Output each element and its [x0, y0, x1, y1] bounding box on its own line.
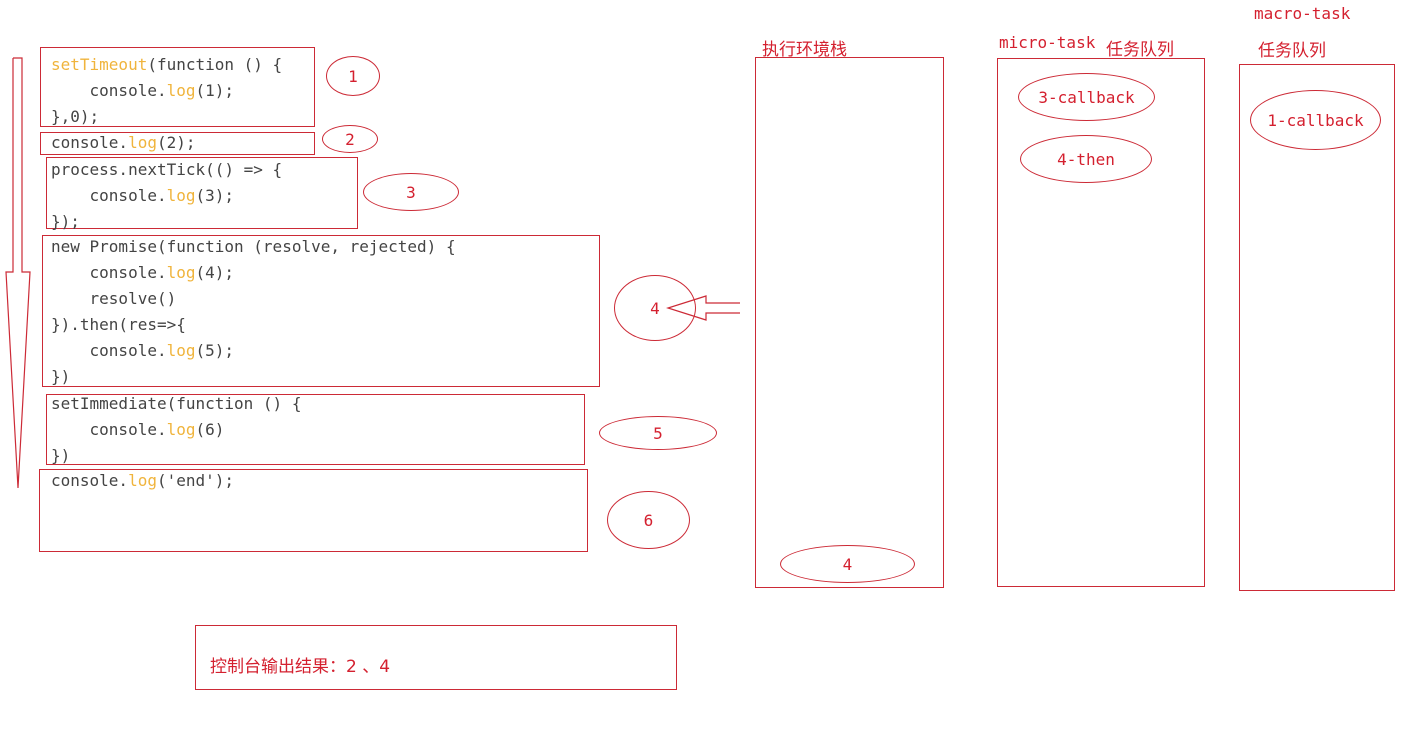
code-text: (4); [195, 263, 235, 282]
stack-item: 4 [780, 545, 915, 583]
code-text: (6) [195, 420, 225, 439]
code-text: console. [51, 263, 167, 282]
code-box-1: setTimeout(function () { console.log(1);… [40, 47, 315, 127]
code-text: console. [51, 341, 167, 360]
code-text: resolve() [51, 289, 177, 308]
micro-title-cn: 任务队列 [1106, 40, 1174, 60]
code-text: },0); [51, 107, 100, 126]
console-output-box: 控制台输出结果：2 、4 [195, 625, 677, 690]
step-marker-6: 6 [607, 491, 690, 549]
code-text: (function () { [147, 55, 283, 74]
step-marker-5: 5 [599, 416, 717, 450]
code-box-3: process.nextTick(() => { console.log(3);… [46, 157, 358, 231]
code-text: setImmediate(function () { [51, 394, 302, 413]
macro-title-en: macro-task [1254, 4, 1351, 23]
code-text: (5); [195, 341, 235, 360]
code-block-1: setTimeout(function () { console.log(1);… [51, 52, 282, 130]
code-box-4: new Promise(function (resolve, rejected)… [42, 235, 600, 387]
code-keyword: log [128, 471, 157, 490]
code-text: console. [51, 186, 167, 205]
code-text: }) [51, 367, 71, 386]
code-block-2: console.log(2); [51, 130, 196, 156]
code-text: console. [51, 420, 167, 439]
code-box-6: console.log('end'); [39, 469, 588, 552]
micro-item-1: 3-callback [1018, 73, 1155, 121]
code-text: console. [51, 81, 167, 100]
step-marker-3: 3 [363, 173, 459, 211]
code-block-3: process.nextTick(() => { console.log(3);… [51, 157, 282, 235]
code-text: }) [51, 446, 71, 465]
micro-item-2: 4-then [1020, 135, 1152, 183]
code-box-5: setImmediate(function () { console.log(6… [46, 394, 585, 465]
code-text: (2); [156, 133, 196, 152]
micro-task-queue [997, 58, 1205, 587]
code-text: process.nextTick(() => { [51, 160, 283, 179]
macro-task-queue [1239, 64, 1395, 591]
code-text: (3); [195, 186, 235, 205]
code-text: }).then(res=>{ [51, 315, 186, 334]
code-text: ('end'); [156, 471, 235, 490]
stack-title: 执行环境栈 [762, 40, 847, 60]
micro-title-en: micro-task [999, 33, 1096, 52]
code-text: console. [51, 133, 129, 152]
code-keyword: log [166, 341, 196, 360]
console-output-text: 控制台输出结果：2 、4 [210, 657, 391, 677]
code-text: }); [51, 212, 80, 231]
code-block-5: setImmediate(function () { console.log(6… [51, 391, 301, 469]
code-keyword: log [128, 133, 157, 152]
code-keyword: setTimeout [51, 55, 148, 74]
code-block-4: new Promise(function (resolve, rejected)… [51, 234, 456, 390]
execution-stack [755, 57, 944, 588]
macro-item-1: 1-callback [1250, 90, 1381, 150]
code-keyword: log [166, 263, 196, 282]
code-keyword: log [166, 186, 196, 205]
code-text: (1); [195, 81, 235, 100]
code-block-6: console.log('end'); [51, 468, 234, 494]
step-marker-2: 2 [322, 125, 378, 153]
code-text: new Promise(function (resolve, rejected)… [51, 237, 456, 256]
step-marker-1: 1 [326, 56, 380, 96]
code-keyword: log [166, 81, 196, 100]
step-marker-4: 4 [614, 275, 696, 341]
code-keyword: log [166, 420, 196, 439]
code-text: console. [51, 471, 129, 490]
macro-title-cn: 任务队列 [1258, 41, 1326, 61]
code-box-2: console.log(2); [40, 132, 315, 155]
